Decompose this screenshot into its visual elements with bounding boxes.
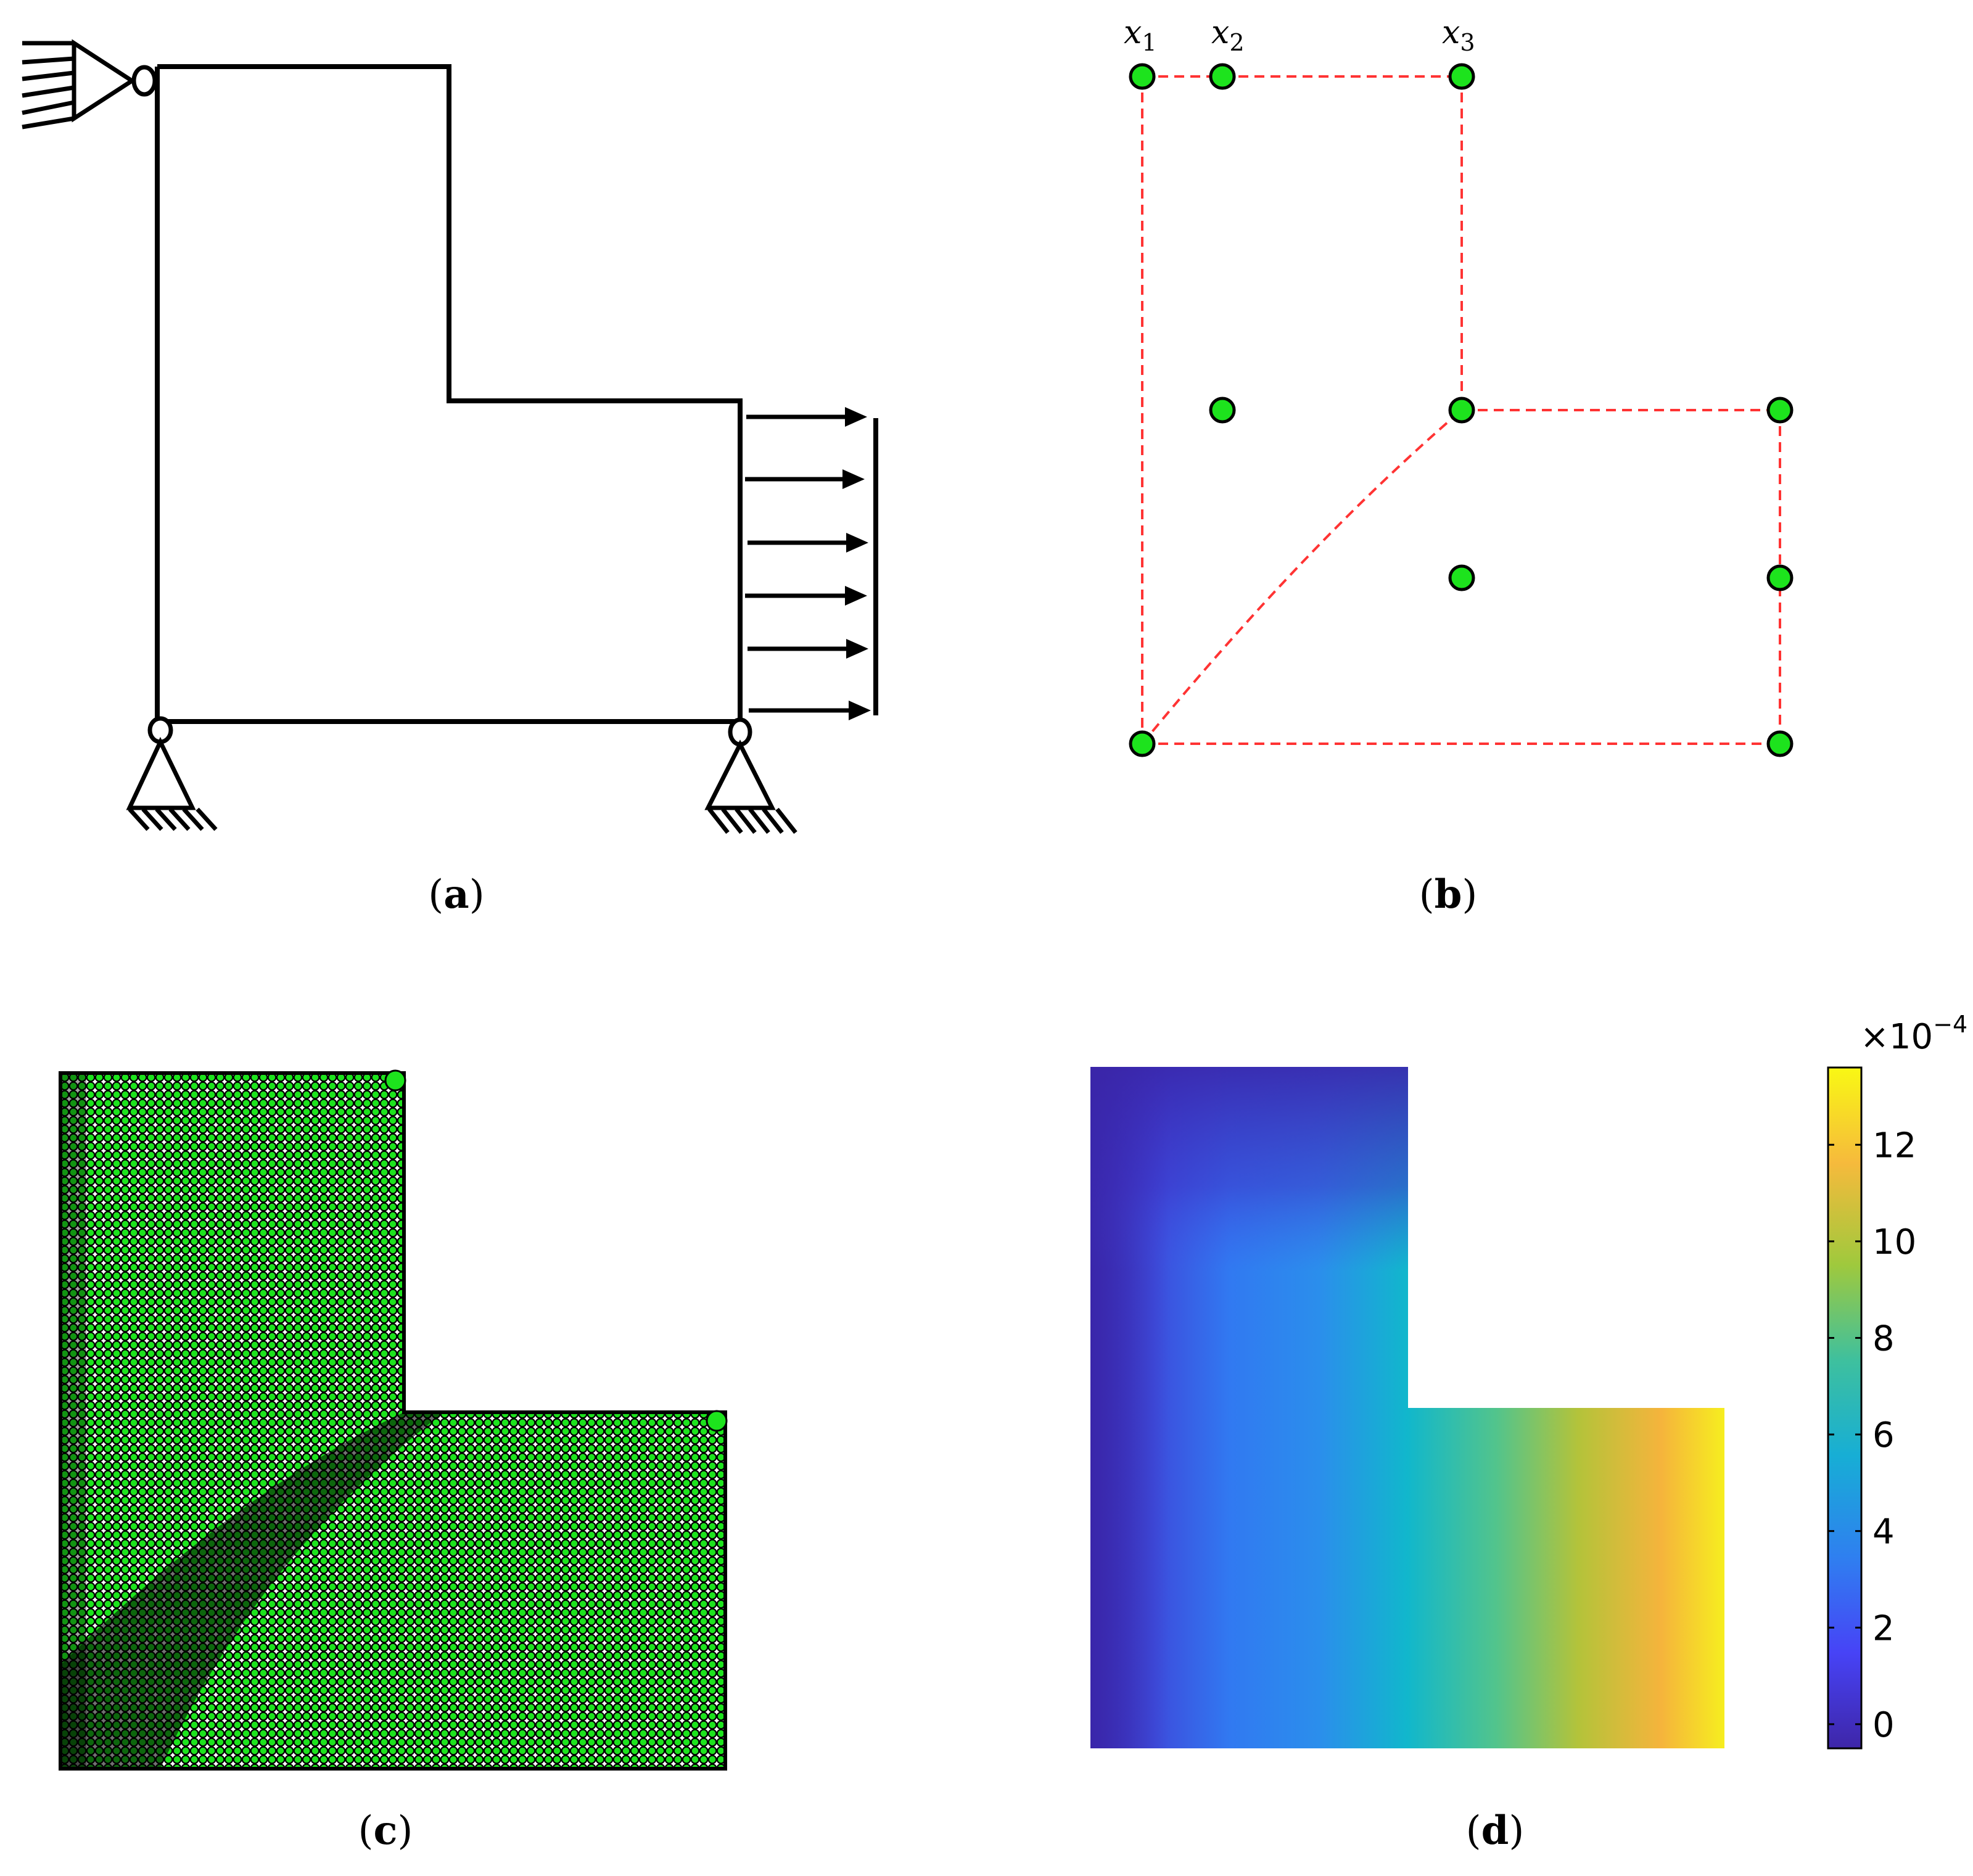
- node: [1766, 397, 1794, 424]
- node-x1: [1129, 63, 1156, 90]
- distributed-load-icon: [745, 407, 878, 720]
- colorbar-ticks: 0 2 4 6 8 10 12: [1828, 1125, 1916, 1745]
- colorbar-tick-label: 4: [1872, 1512, 1895, 1552]
- colorbar: 0 2 4 6 8 10 12 ×10−4: [1827, 1011, 1967, 1750]
- left-edge-nodes: [60, 1073, 86, 1769]
- node: [1448, 564, 1475, 591]
- top-left-pin-support-icon: [22, 39, 157, 130]
- field-left-shading: [1090, 1067, 1221, 1748]
- node: [1129, 730, 1156, 757]
- dashed-diagonal-edge: [1141, 409, 1463, 745]
- node: [1209, 397, 1236, 424]
- panel-d-displacement-field: [1090, 1067, 1724, 1748]
- panel-a-caption: (a): [428, 871, 484, 918]
- panel-b-caption: (b): [1419, 871, 1478, 918]
- panel-d-caption: (d): [1466, 1808, 1525, 1854]
- node-label-x2: x2: [1211, 14, 1245, 56]
- dense-node-overlap: [60, 1412, 444, 1769]
- colorbar-tick-label: 12: [1872, 1125, 1916, 1166]
- l-shaped-domain-outline: [155, 64, 743, 724]
- panel-b-nodes: [1129, 63, 1794, 757]
- bottom-right-pin-support-icon: [704, 717, 797, 834]
- node-label-x3: x3: [1442, 14, 1475, 56]
- colorbar-gradient: [1827, 1066, 1863, 1750]
- colorbar-tick-label: 8: [1872, 1319, 1895, 1359]
- colorbar-exponent: ×10−4: [1860, 1011, 1967, 1057]
- panel-c-caption: (c): [358, 1808, 413, 1854]
- colorbar-tick-label: 0: [1872, 1705, 1895, 1745]
- panel-a-structure: [22, 39, 878, 834]
- domain-boundary: [59, 1071, 727, 1771]
- corner-node: [706, 1410, 728, 1432]
- colorbar-tick-label: 10: [1872, 1222, 1916, 1262]
- node: [1448, 397, 1475, 424]
- corner-node: [384, 1069, 406, 1092]
- colorbar-tick-label: 2: [1872, 1608, 1895, 1648]
- panel-c-node-cloud: [59, 1069, 728, 1771]
- bottom-left-pin-support-icon: [126, 716, 218, 831]
- node: [1766, 730, 1794, 757]
- node-label-x1: x1: [1124, 14, 1157, 56]
- colorbar-tick-label: 6: [1872, 1415, 1895, 1455]
- node-x2: [1209, 63, 1236, 90]
- node: [1766, 564, 1794, 591]
- node-x3: [1448, 63, 1475, 90]
